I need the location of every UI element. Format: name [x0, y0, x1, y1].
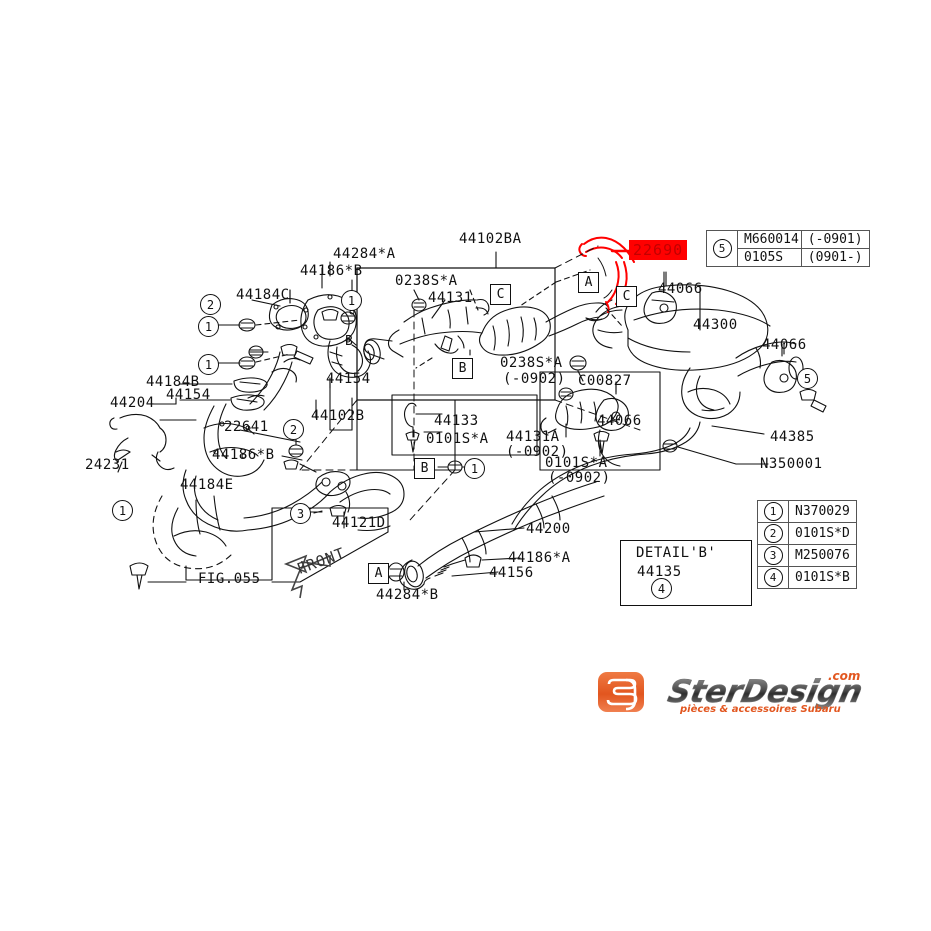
legend-part: 0101S*B: [788, 566, 857, 589]
legend-circle: 4: [763, 568, 783, 587]
logo-monogram: [598, 672, 644, 712]
label-44284b: 44284*B: [376, 587, 439, 603]
label-44131: 44131: [428, 290, 473, 306]
callout-circle-1-a[interactable]: 1: [198, 316, 219, 337]
legend-row: 3 M250076: [757, 544, 857, 567]
watermark-logo: SterDesign .com pièces & accessoires Sub…: [596, 666, 868, 718]
label-44156: 44156: [489, 565, 534, 581]
logo-tagline: pièces & accessoires Subaru: [679, 703, 841, 715]
variant-callout: 5: [706, 230, 738, 267]
label-44300: 44300: [693, 317, 738, 333]
legend-table: 1 N370029 2 0101S*D 3 M250076 4 0101S*B: [757, 500, 857, 589]
detail-b-callout[interactable]: 4: [651, 578, 672, 599]
logo-tld: .com: [828, 669, 860, 683]
label-0238sa-0902-year: (-0902): [503, 371, 566, 387]
svg-text:SterDesign: SterDesign: [665, 674, 866, 710]
legend-num: 4: [757, 566, 789, 589]
label-44184c: 44184C: [236, 287, 290, 303]
legend-row: 2 0101S*D: [757, 522, 857, 545]
label-44121d: 44121D: [332, 515, 386, 531]
label-44131a: 44131A: [506, 429, 560, 445]
legend-circle: 1: [763, 502, 783, 521]
legend-part: N370029: [788, 500, 857, 523]
callout-circle-1-e[interactable]: 1: [464, 458, 485, 479]
label-0101sa-0902-year: (-0902): [548, 470, 611, 486]
marker-box-b-low[interactable]: B: [414, 458, 435, 479]
variant-part: M660014: [737, 230, 802, 249]
variant-part: 0105S: [737, 248, 802, 267]
highlight-part-label[interactable]: 22690: [629, 240, 688, 260]
label-n350001: N350001: [760, 456, 823, 472]
callout-circle-1-c[interactable]: 1: [341, 290, 362, 311]
detail-b-part: 44135: [637, 564, 682, 580]
legend-row: 1 N370029: [757, 500, 857, 523]
label-44154-left: 44154: [166, 387, 211, 403]
label-44186b-mid: 44186*B: [212, 447, 275, 463]
detail-b-box: [620, 540, 752, 606]
label-0238sa: 0238S*A: [395, 273, 458, 289]
legend-circle: 2: [763, 524, 783, 543]
logo-wordmark: SterDesign: [664, 674, 866, 710]
callout-circle-5-table: 5: [712, 239, 732, 258]
label-44066-mid: 44066: [597, 413, 642, 429]
variant-table-row: 5 M660014 (-0901): [706, 230, 870, 267]
label-44200: 44200: [526, 521, 571, 537]
callout-circle-1-b[interactable]: 1: [198, 354, 219, 375]
marker-box-b-mid[interactable]: B: [452, 358, 473, 379]
legend-row: 4 0101S*B: [757, 566, 857, 589]
variant-table: 5 M660014 (-0901) 0105S (0901-): [706, 230, 870, 267]
callout-circle-1-d[interactable]: 1: [112, 500, 133, 521]
marker-box-a-top[interactable]: A: [578, 272, 599, 293]
label-44284a: 44284*A: [333, 246, 396, 262]
label-44385: 44385: [770, 429, 815, 445]
callout-circle-3[interactable]: 3: [290, 503, 311, 524]
label-44102b: 44102B: [311, 408, 365, 424]
label-0238sa-0902: 0238S*A: [500, 355, 563, 371]
label-b-inline: B: [345, 334, 354, 349]
label-c00827: C00827: [578, 373, 632, 389]
label-fig055: FIG.055: [198, 571, 261, 587]
variant-table-row: 0105S (0901-): [707, 248, 870, 267]
marker-box-c-top[interactable]: C: [616, 286, 637, 307]
label-44184e: 44184E: [180, 477, 234, 493]
label-22641: 22641: [224, 419, 269, 435]
legend-part: M250076: [788, 544, 857, 567]
label-44204: 44204: [110, 395, 155, 411]
label-0101sa-0902: 0101S*A: [545, 455, 608, 471]
label-44066-top: 44066: [658, 281, 703, 297]
variant-range: (-0901): [800, 230, 870, 249]
label-44102ba: 44102BA: [459, 231, 522, 247]
logo-artwork: SterDesign .com pièces & accessoires Sub…: [598, 669, 866, 715]
legend-circle: 3: [763, 546, 783, 565]
marker-box-a-low[interactable]: A: [368, 563, 389, 584]
label-44186a: 44186*A: [508, 550, 571, 566]
label-44131a-year: (-0902): [506, 444, 569, 460]
callout-circle-5[interactable]: 5: [797, 368, 818, 389]
label-44184b: 44184B: [146, 374, 200, 390]
legend-num: 3: [757, 544, 789, 567]
label-44066-right: 44066: [762, 337, 807, 353]
marker-box-c-upper[interactable]: C: [490, 284, 511, 305]
detail-b-title: DETAIL'B': [636, 545, 717, 561]
label-24231: 24231: [85, 457, 130, 473]
callout-circle-2-b[interactable]: 2: [283, 419, 304, 440]
label-0101sa-box: 0101S*A: [426, 431, 489, 447]
label-44133: 44133: [434, 413, 479, 429]
label-44154-top: 44154: [326, 371, 371, 387]
legend-part: 0101S*D: [788, 522, 857, 545]
legend-num: 1: [757, 500, 789, 523]
label-44186b-top: 44186*B: [300, 263, 363, 279]
callout-circle-2-a[interactable]: 2: [200, 294, 221, 315]
legend-num: 2: [757, 522, 789, 545]
variant-range: (0901-): [800, 248, 870, 267]
